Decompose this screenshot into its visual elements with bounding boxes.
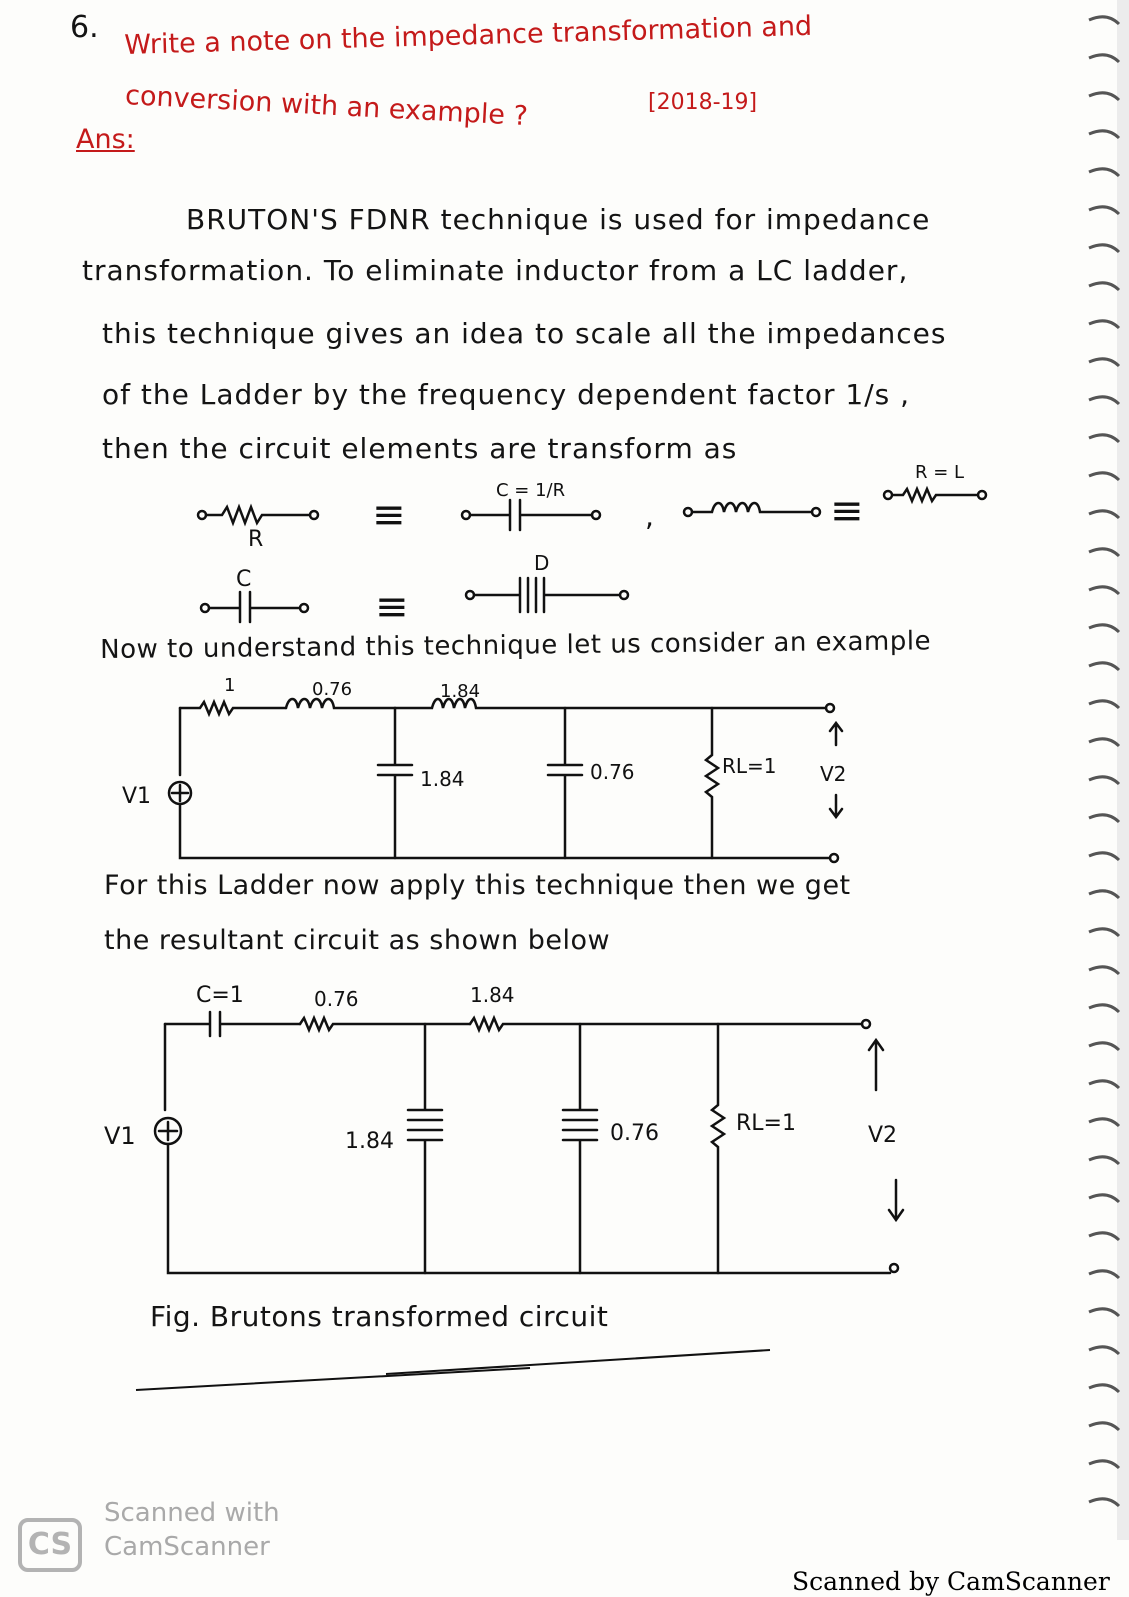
scanned-by-footer: Scanned by CamScanner (792, 1567, 1110, 1596)
equiv-sign-2: ≡ (830, 488, 864, 534)
c2-d2-label: 0.76 (610, 1121, 659, 1146)
c1-r-series-label: 1 (224, 675, 235, 696)
binding-ring (1088, 813, 1121, 824)
apply-text-line-2: the resultant circuit as shown below (104, 925, 611, 956)
c1-c2-label: 0.76 (590, 760, 635, 784)
binding-ring (1088, 1383, 1121, 1394)
transform-comma: , (645, 500, 654, 533)
binding-ring (1088, 471, 1121, 482)
c1-v1-label: V1 (122, 784, 151, 809)
binding-ring (1088, 737, 1121, 748)
binding-ring (1088, 205, 1121, 216)
binding-ring (1088, 889, 1121, 900)
binding-ring (1088, 1155, 1121, 1166)
equiv-sign-3: ≡ (375, 584, 409, 630)
c1-v2-label: V2 (820, 762, 846, 786)
binding-ring (1088, 1459, 1121, 1470)
c1-l1-label: 0.76 (312, 679, 352, 700)
binding-ring (1088, 965, 1121, 976)
binding-ring (1088, 927, 1121, 938)
binding-ring (1088, 1003, 1121, 1014)
binding-ring (1088, 433, 1121, 444)
binding-ring (1088, 1421, 1121, 1432)
question-year: [2018-19] (648, 90, 758, 115)
c2-c-series-label: C=1 (196, 983, 244, 1008)
c2-v2-label: V2 (868, 1123, 897, 1148)
binding-ring (1088, 509, 1121, 520)
paragraph-line-3: this technique gives an idea to scale al… (102, 317, 947, 350)
question-number: 6. (70, 10, 99, 45)
c2-r1-label: 0.76 (314, 987, 359, 1011)
binding-ring (1088, 1079, 1121, 1090)
paragraph-line-1: BRUTON'S FDNR technique is used for impe… (186, 203, 931, 236)
binding-ring (1088, 1497, 1121, 1508)
binding-ring (1088, 129, 1121, 140)
example-intro: Now to understand this technique let us … (100, 626, 932, 665)
d-label: D (534, 551, 549, 575)
c2-rl-label: RL=1 (736, 1111, 796, 1136)
binding-ring (1088, 1231, 1121, 1242)
camscanner-logo: CS (18, 1518, 82, 1572)
camscanner-text: CamScanner (104, 1532, 270, 1562)
binding-ring (1088, 1345, 1121, 1356)
c2-r2-label: 1.84 (470, 983, 515, 1007)
binding-ring (1088, 15, 1121, 26)
binding-ring (1088, 167, 1121, 178)
caption-underline (135, 1349, 771, 1391)
bruton-transformed-circuit: C=1 0.76 1.84 1.84 0.76 RL=1 V1 V2 (104, 983, 905, 1275)
figure-caption: Fig. Brutons transformed circuit (150, 1300, 609, 1333)
question-line-2: conversion with an example ? (124, 80, 529, 133)
paragraph-line-5: then the circuit elements are transform … (102, 432, 738, 465)
binding-ring (1088, 1269, 1121, 1280)
binding-ring (1088, 281, 1121, 292)
lc-ladder-circuit: 1 0.76 1.84 1.84 0.76 RL=1 V1 V2 (122, 675, 846, 864)
binding-ring (1088, 661, 1121, 672)
binding-ring (1088, 395, 1121, 406)
r-label: R (248, 527, 263, 552)
binding-ring (1088, 1193, 1121, 1204)
c1-l2-label: 1.84 (440, 681, 480, 702)
element-transform-diagram: ≡ ≡ ≡ R C = 1/R , R = L C D (196, 462, 988, 630)
paragraph-line-2: transformation. To eliminate inductor fr… (82, 254, 909, 287)
c1-rl-label: RL=1 (722, 754, 777, 778)
binding-ring (1088, 357, 1121, 368)
c2-v1-label: V1 (104, 1122, 136, 1150)
c-label: C (236, 567, 251, 592)
paragraph-line-4: of the Ladder by the frequency dependent… (102, 378, 911, 411)
question-line-1: Write a note on the impedance transforma… (124, 10, 813, 61)
spiral-binding (1088, 0, 1129, 1540)
binding-ring (1088, 623, 1121, 634)
binding-ring (1088, 1117, 1121, 1128)
binding-ring (1088, 851, 1121, 862)
binding-ring (1088, 53, 1121, 64)
apply-text-line-1: For this Ladder now apply this technique… (104, 870, 851, 901)
binding-ring (1088, 699, 1121, 710)
rl-label: R = L (915, 462, 964, 483)
equiv-sign-1: ≡ (372, 492, 406, 538)
scanned-with-text: Scanned with (104, 1498, 280, 1528)
binding-ring (1088, 319, 1121, 330)
binding-ring (1088, 585, 1121, 596)
binding-ring (1088, 1307, 1121, 1318)
c2-d1-label: 1.84 (345, 1129, 394, 1154)
c-eq-label: C = 1/R (496, 480, 565, 501)
binding-ring (1088, 775, 1121, 786)
c1-c1-label: 1.84 (420, 767, 465, 791)
answer-label: Ans: (76, 124, 135, 155)
binding-ring (1088, 547, 1121, 558)
binding-ring (1088, 1041, 1121, 1052)
binding-ring (1088, 91, 1121, 102)
binding-ring (1088, 243, 1121, 254)
